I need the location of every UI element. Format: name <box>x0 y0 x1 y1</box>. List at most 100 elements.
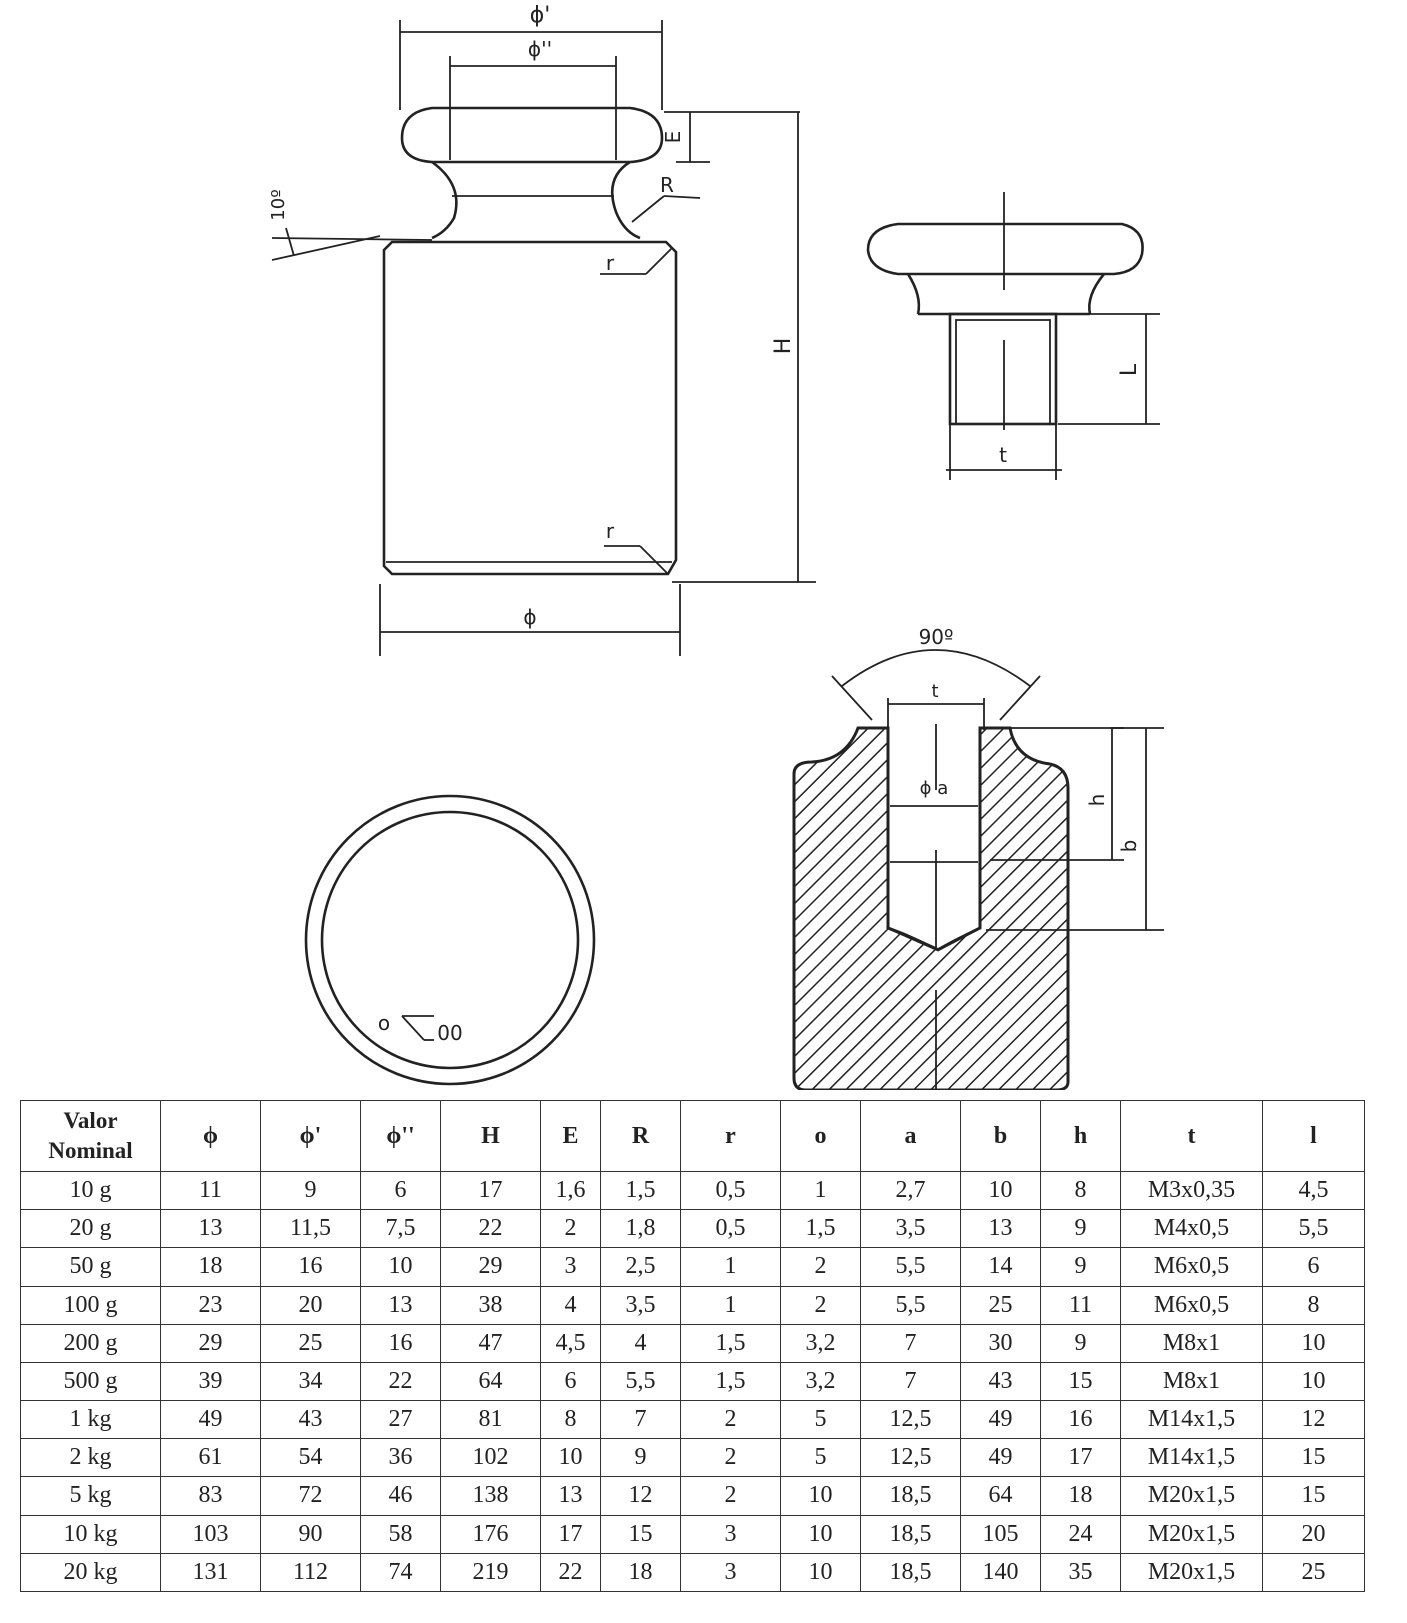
table-cell: M6x0,5 <box>1120 1247 1263 1287</box>
table-cell: 10 <box>960 1170 1041 1211</box>
table-cell: 2 <box>680 1438 781 1478</box>
table-cell: 22 <box>360 1361 441 1402</box>
table-cell: 43 <box>960 1361 1041 1402</box>
table-cell: 3,2 <box>780 1361 861 1402</box>
table-cell: 38 <box>440 1285 541 1325</box>
table-cell: 10 <box>1262 1323 1365 1363</box>
table-cell: 20 g <box>20 1209 161 1249</box>
table-cell: 3 <box>680 1514 781 1554</box>
header-phi-prime: ϕ' <box>260 1100 361 1172</box>
table-cell: M20x1,5 <box>1120 1476 1263 1516</box>
table-cell: 176 <box>440 1514 541 1554</box>
knob-detail-view: L t <box>866 192 1160 480</box>
table-cell: 8 <box>540 1400 601 1440</box>
table-cell: 1,6 <box>540 1170 601 1211</box>
table-cell: M8x1 <box>1120 1361 1263 1402</box>
table-cell: 1 <box>680 1247 781 1287</box>
table-cell: 1 <box>680 1285 781 1325</box>
table-cell: 3 <box>540 1247 601 1287</box>
table-cell: 25 <box>960 1285 1041 1325</box>
angle-90-label: 90º <box>919 625 954 649</box>
technical-drawing: ϕ' ϕ'' E H R r r 10º ϕ <box>268 3 1164 1090</box>
header-b: b <box>960 1100 1041 1172</box>
table-cell: 15 <box>600 1514 681 1554</box>
table-cell: 12 <box>1262 1400 1365 1440</box>
table-cell: 4,5 <box>540 1323 601 1363</box>
header-t: t <box>1120 1100 1263 1172</box>
table-cell: 10 <box>780 1476 861 1516</box>
table-cell: 18 <box>160 1247 261 1287</box>
table-cell: 5,5 <box>600 1361 681 1402</box>
r-top-label: r <box>606 251 615 275</box>
table-cell: 22 <box>540 1552 601 1593</box>
table-cell: 13 <box>160 1209 261 1249</box>
table-cell: 54 <box>260 1438 361 1478</box>
table-cell: 7 <box>600 1400 681 1440</box>
table-cell: 10 <box>540 1438 601 1478</box>
table-cell: 14 <box>960 1247 1041 1287</box>
table-cell: 3 <box>680 1552 781 1593</box>
table-cell: 2,5 <box>600 1247 681 1287</box>
top-view: o 00 <box>304 794 596 1086</box>
table-cell: 10 <box>1262 1361 1365 1402</box>
table-cell: 17 <box>440 1170 541 1211</box>
table-cell: 500 g <box>20 1361 161 1402</box>
t-knob-label: t <box>999 443 1007 467</box>
table-cell: 18,5 <box>860 1476 961 1516</box>
weight-side-view: ϕ' ϕ'' E H R r r 10º ϕ <box>268 3 816 656</box>
header-phi-double-prime: ϕ'' <box>360 1100 441 1172</box>
header-h: h <box>1040 1100 1121 1172</box>
table-cell: 1,5 <box>780 1209 861 1249</box>
table-cell: 2 <box>780 1285 861 1325</box>
table-cell: 11 <box>160 1170 261 1211</box>
table-cell: 5,5 <box>860 1247 961 1287</box>
header-a: a <box>860 1100 961 1172</box>
table-cell: 4 <box>540 1285 601 1325</box>
table-cell: M20x1,5 <box>1120 1552 1263 1593</box>
table-cell: 81 <box>440 1400 541 1440</box>
table-cell: 23 <box>160 1285 261 1325</box>
table-cell: 43 <box>260 1400 361 1440</box>
table-cell: 6 <box>540 1361 601 1402</box>
table-cell: 12,5 <box>860 1400 961 1440</box>
table-cell: 2 <box>680 1400 781 1440</box>
header-E: E <box>540 1100 601 1172</box>
table-cell: 39 <box>160 1361 261 1402</box>
table-cell: 4 <box>600 1323 681 1363</box>
phi-double-prime-label: ϕ'' <box>528 37 552 61</box>
table-cell: 6 <box>1262 1247 1365 1287</box>
table-cell: 27 <box>360 1400 441 1440</box>
table-cell: 2 <box>680 1476 781 1516</box>
table-cell: 13 <box>960 1209 1041 1249</box>
table-cell: 5 kg <box>20 1476 161 1516</box>
h-label: h <box>1085 794 1109 807</box>
table-cell: 11 <box>1040 1285 1121 1325</box>
table-cell: 15 <box>1262 1438 1365 1478</box>
table-cell: 219 <box>440 1552 541 1593</box>
L-label: L <box>1117 363 1142 376</box>
table-cell: 64 <box>960 1476 1041 1516</box>
table-cell: 15 <box>1040 1361 1121 1402</box>
angle-10-label: 10º <box>268 189 289 220</box>
table-cell: 1,5 <box>680 1323 781 1363</box>
table-cell: 18 <box>1040 1476 1121 1516</box>
header-o: o <box>780 1100 861 1172</box>
table-cell: 2 <box>780 1247 861 1287</box>
table-cell: 3,2 <box>780 1323 861 1363</box>
table-cell: 12,5 <box>860 1438 961 1478</box>
table-cell: 22 <box>440 1209 541 1249</box>
table-cell: 10 g <box>20 1170 161 1211</box>
table-cell: 3,5 <box>860 1209 961 1249</box>
table-cell: 49 <box>160 1400 261 1440</box>
table-cell: 0,5 <box>680 1170 781 1211</box>
table-cell: 74 <box>360 1552 441 1593</box>
table-cell: 17 <box>1040 1438 1121 1478</box>
table-cell: 50 g <box>20 1247 161 1287</box>
table-cell: 10 <box>360 1247 441 1287</box>
